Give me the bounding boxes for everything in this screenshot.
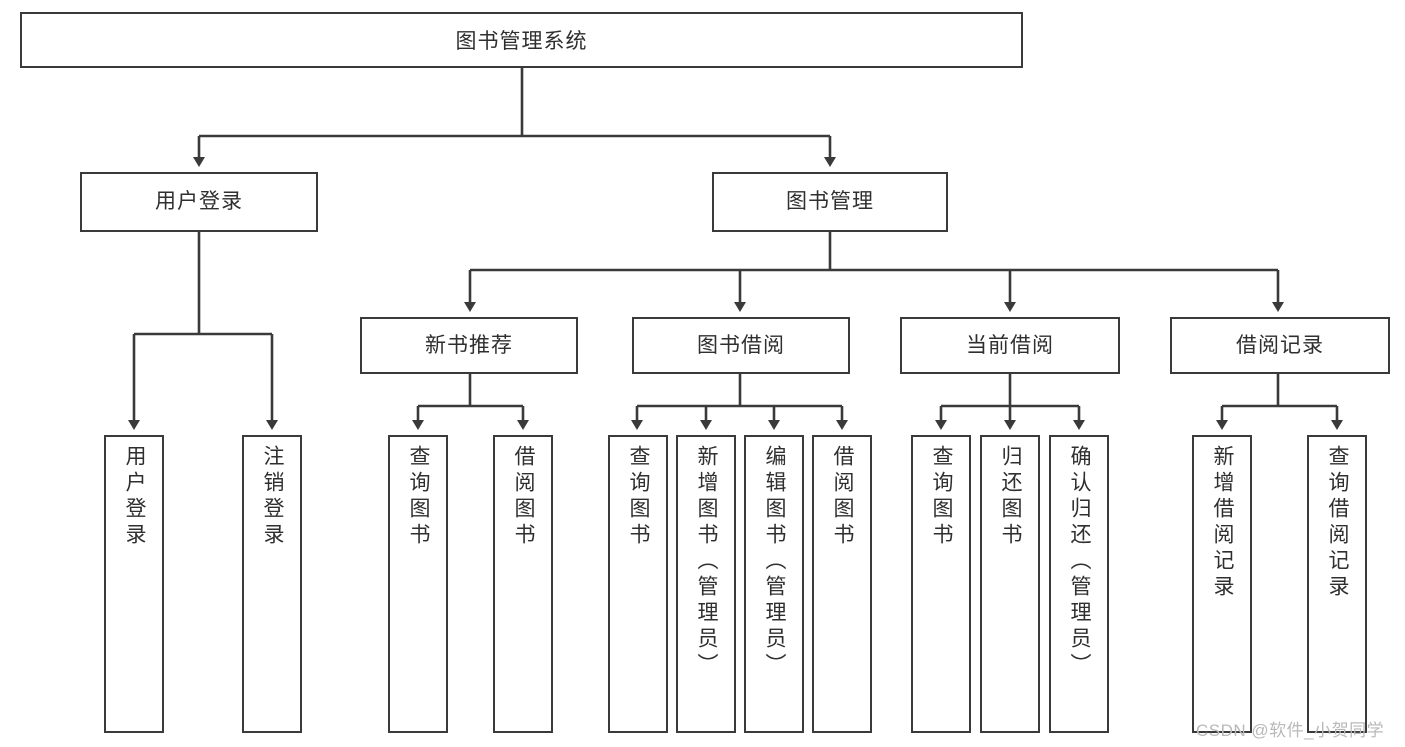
leaf-current-query-book[interactable]: 查询图书	[911, 435, 971, 733]
leaf-borrow-query-book[interactable]: 查询图书	[608, 435, 668, 733]
node-label: 图书管理	[786, 190, 874, 214]
leaf-newbook-borrow-book[interactable]: 借阅图书	[493, 435, 553, 733]
leaf-record-add-record[interactable]: 新增借阅记录	[1192, 435, 1252, 733]
node-label: 借阅图书	[512, 445, 536, 549]
node-label: 归还图书	[999, 445, 1023, 549]
node-book-borrow[interactable]: 图书借阅	[632, 317, 850, 374]
node-label: 确认归还（管理员）	[1068, 445, 1092, 679]
node-label: 新书推荐	[425, 333, 513, 357]
leaf-current-confirm-return-admin[interactable]: 确认归还（管理员）	[1049, 435, 1109, 733]
node-label: 借阅图书	[831, 445, 855, 549]
node-label: 新增图书（管理员）	[695, 445, 719, 679]
leaf-borrow-borrow-book[interactable]: 借阅图书	[812, 435, 872, 733]
node-book-manage[interactable]: 图书管理	[712, 172, 948, 232]
node-label: 图书借阅	[697, 333, 785, 357]
leaf-borrow-edit-book-admin[interactable]: 编辑图书（管理员）	[744, 435, 804, 733]
leaf-newbook-query-book[interactable]: 查询图书	[388, 435, 448, 733]
leaf-current-return-book[interactable]: 归还图书	[980, 435, 1040, 733]
node-label: 借阅记录	[1236, 333, 1324, 357]
leaf-borrow-add-book-admin[interactable]: 新增图书（管理员）	[676, 435, 736, 733]
leaf-user-login[interactable]: 用户登录	[104, 435, 164, 733]
node-label: 当前借阅	[966, 333, 1054, 357]
node-new-book-recommend[interactable]: 新书推荐	[360, 317, 578, 374]
node-label: 图书管理系统	[455, 30, 588, 53]
watermark-csdn: CSDN @软件_小贺同学	[1196, 721, 1385, 740]
node-borrow-record[interactable]: 借阅记录	[1170, 317, 1390, 374]
node-label: 查询借阅记录	[1326, 445, 1350, 601]
leaf-record-query-record[interactable]: 查询借阅记录	[1307, 435, 1367, 733]
node-label: 查询图书	[930, 445, 954, 549]
node-label: 新增借阅记录	[1211, 445, 1235, 601]
node-label: 注销登录	[261, 445, 285, 549]
node-root-title[interactable]: 图书管理系统	[20, 12, 1023, 68]
node-current-borrow[interactable]: 当前借阅	[900, 317, 1120, 374]
node-label: 查询图书	[627, 445, 651, 549]
leaf-logout[interactable]: 注销登录	[242, 435, 302, 733]
node-label: 编辑图书（管理员）	[763, 445, 787, 679]
node-user-login[interactable]: 用户登录	[80, 172, 318, 232]
node-label: 用户登录	[155, 190, 243, 214]
node-label: 用户登录	[123, 445, 147, 549]
node-label: 查询图书	[407, 445, 431, 549]
